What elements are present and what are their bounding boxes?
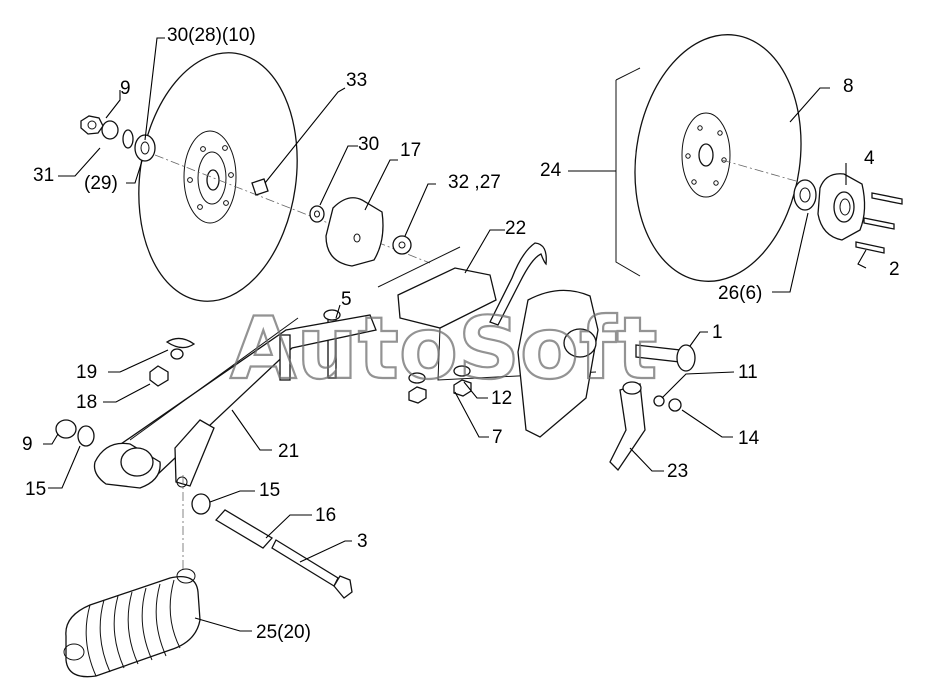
nut-12 [408, 386, 427, 404]
bolts-2 [855, 192, 903, 254]
sleeve-16 [214, 509, 274, 549]
bushing-33 [251, 178, 269, 196]
right-disc-assembly [615, 34, 903, 282]
bushing-15-lower [191, 493, 211, 515]
callout-22: 22 [505, 218, 526, 239]
callout-8: 8 [843, 76, 854, 97]
callout-11: 11 [738, 362, 758, 383]
scraper-body [517, 289, 599, 438]
ring-14 [668, 398, 682, 412]
callout-29: (29) [84, 173, 118, 194]
washer-11 [653, 395, 665, 407]
leader-lines [43, 37, 867, 632]
callout-5: 5 [341, 289, 352, 310]
left-disc-assembly [80, 52, 431, 302]
callout-25-20: 25(20) [256, 622, 311, 643]
callout-labels: 30(28)(10) 9 31 (29) 33 30 17 32 ,27 22 … [22, 25, 900, 643]
washer-30 [309, 205, 325, 223]
grease-fitting-18 [149, 365, 169, 387]
pin-3 [271, 539, 339, 587]
callout-30: 30 [358, 134, 379, 155]
callout-23: 23 [667, 461, 688, 482]
flange-4 [817, 173, 866, 241]
bearing-29 [134, 134, 156, 162]
callout-33: 33 [346, 70, 367, 91]
bracket-22 [377, 246, 597, 381]
callout-2: 2 [889, 259, 900, 280]
callout-31: 31 [33, 165, 54, 186]
main-arm-21 [93, 314, 377, 489]
callout-18: 18 [76, 392, 97, 413]
bushing-15-left [77, 425, 95, 447]
callout-32-27: 32 ,27 [448, 172, 501, 193]
callout-24: 24 [540, 160, 562, 181]
callout-9-bottom: 9 [22, 434, 33, 455]
right-disc [634, 34, 802, 282]
callout-17: 17 [400, 140, 421, 161]
callout-16: 16 [315, 505, 336, 526]
callout-21: 21 [278, 441, 299, 462]
watermark: AutoSoft [230, 299, 658, 399]
washer-31 [101, 120, 119, 140]
callout-14: 14 [738, 428, 760, 449]
hook [489, 242, 547, 326]
arm-23 [609, 383, 646, 472]
callout-15-lower: 15 [259, 480, 280, 501]
callout-19: 19 [76, 362, 97, 383]
spring-25 [63, 568, 201, 678]
nut-9-top [80, 115, 104, 135]
callout-26-6: 26(6) [718, 283, 762, 304]
callout-30-28-10: 30(28)(10) [167, 25, 256, 46]
washer-32 [392, 235, 412, 255]
callout-1: 1 [712, 322, 723, 343]
callout-9-top: 9 [120, 78, 131, 99]
callout-3: 3 [357, 531, 368, 552]
cap-17 [325, 197, 384, 267]
callout-15-left: 15 [25, 479, 46, 500]
callout-7: 7 [492, 427, 503, 448]
nut-9-bottom [55, 419, 77, 439]
callout-12: 12 [491, 388, 512, 409]
cap-19 [165, 337, 196, 349]
callout-4: 4 [864, 148, 875, 169]
bearing-26 [793, 179, 817, 211]
